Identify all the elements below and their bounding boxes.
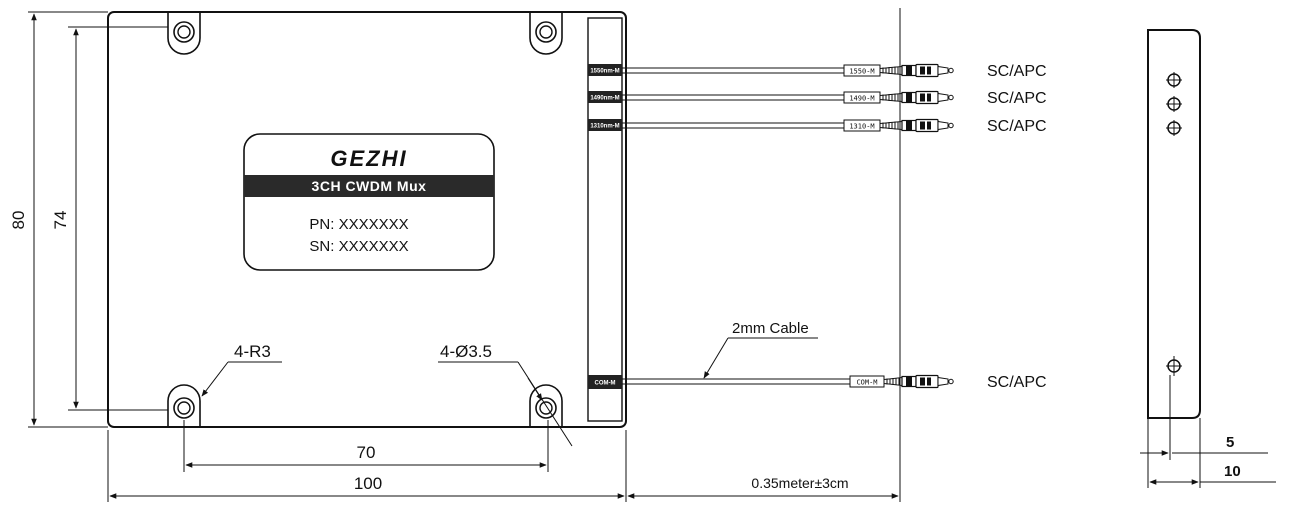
- brand-logo: GEZHI: [330, 146, 407, 171]
- mount-hole-bottom-right: [529, 384, 563, 427]
- svg-text:1490nm-M: 1490nm-M: [590, 96, 619, 102]
- leader-hole-diameter: [517, 361, 573, 447]
- leader-cable: [703, 337, 729, 379]
- port-side-label-com: COM-M: [588, 375, 622, 389]
- connector-type-1490: SC/APC: [987, 90, 1047, 107]
- fiber-cable-1490: [622, 94, 844, 101]
- cable-tag-1550: 1550-M: [843, 64, 881, 77]
- svg-text:1490-M: 1490-M: [849, 95, 874, 103]
- fiber-cable-1550: [622, 67, 844, 74]
- connector-type-1550: SC/APC: [987, 63, 1047, 80]
- module-body: [107, 11, 627, 428]
- dim-width-holes: 70: [357, 443, 376, 462]
- product-name: 3CH CWDM Mux: [312, 178, 427, 194]
- fiber-exit-strip: [587, 17, 623, 422]
- mount-hole-top-left: [167, 12, 201, 55]
- connector-type-com: SC/APC: [987, 374, 1047, 391]
- dim-cable-length: 0.35meter±3cm: [751, 475, 848, 491]
- fiber-cable-1310: [622, 122, 844, 129]
- svg-text:1550-M: 1550-M: [849, 68, 874, 76]
- cable-tag-1490: 1490-M: [843, 91, 881, 104]
- fiber-cable-com: [622, 378, 850, 385]
- port-side-label-1490: 1490nm-M: [588, 91, 622, 103]
- port-side-label-1310: 1310nm-M: [588, 119, 622, 131]
- mount-hole-bottom-left: [167, 384, 201, 427]
- svg-text:1310nm-M: 1310nm-M: [590, 124, 619, 130]
- cable-tag-com: COM-M: [849, 375, 885, 388]
- svg-text:1550nm-M: 1550nm-M: [590, 69, 619, 75]
- label-plate: GEZHI 3CH CWDM Mux PN: XXXXXXX SN: XXXXX…: [243, 133, 495, 271]
- svg-text:COM-M: COM-M: [595, 381, 616, 387]
- side-view-body: [1147, 29, 1201, 419]
- callout-cable: 2mm Cable: [732, 320, 809, 337]
- port-side-label-1550: 1550nm-M: [588, 64, 622, 76]
- dim-height-holes: 74: [51, 211, 70, 230]
- sc-apc-connector-com: [883, 374, 954, 389]
- sc-apc-connector-1490: [879, 90, 954, 105]
- connector-type-1310: SC/APC: [987, 118, 1047, 135]
- sc-apc-connector-1310: [879, 118, 954, 133]
- cable-tag-1310: 1310-M: [843, 119, 881, 132]
- dim-side: 10: [1224, 463, 1241, 480]
- mount-hole-top-right: [529, 12, 563, 55]
- sc-apc-connector-1550: [879, 63, 954, 78]
- leader-corner-radius: [201, 361, 229, 397]
- serial-number: SN: XXXXXXX: [309, 238, 408, 255]
- svg-text:COM-M: COM-M: [856, 379, 877, 387]
- part-number: PN: XXXXXXX: [309, 216, 408, 233]
- callout-hole-diameter: 4-Ø3.5: [440, 342, 492, 361]
- dim-height-outer: 80: [9, 211, 28, 230]
- dim-side-holes: 5: [1226, 434, 1234, 451]
- side-view-port-holes: [1166, 72, 1182, 376]
- dim-width-outer: 100: [354, 474, 382, 493]
- callout-corner-radius: 4-R3: [234, 342, 271, 361]
- svg-text:1310-M: 1310-M: [849, 123, 874, 131]
